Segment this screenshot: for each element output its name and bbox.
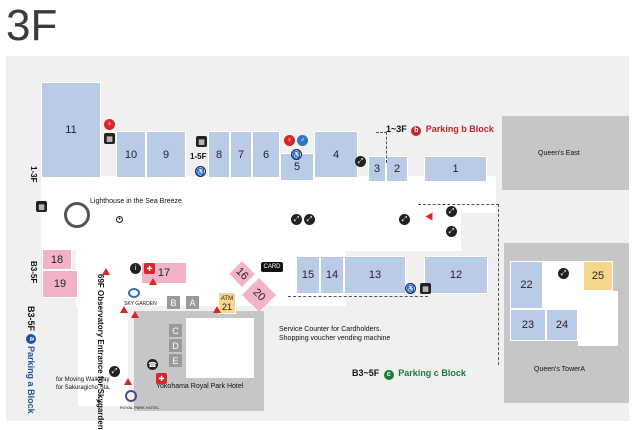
- shop-1[interactable]: 1: [424, 156, 487, 182]
- shop-12[interactable]: 12: [424, 256, 488, 294]
- escalator-icon-4: ⤢: [399, 214, 410, 225]
- parking-a-badge: a: [26, 333, 36, 344]
- escalator-icon-6: ⤢: [446, 226, 457, 237]
- aed-icon-2: ✚: [156, 373, 167, 384]
- hotel-courtyard: [186, 318, 254, 378]
- parking-b-label[interactable]: 1~3F b Parking b Block: [386, 124, 494, 136]
- mens-restroom-icon: ♂: [297, 135, 308, 146]
- atm-number: 21: [221, 302, 232, 312]
- elevator-d[interactable]: D: [169, 339, 182, 352]
- entrance-arrow-icon-7: [425, 212, 433, 221]
- walkway-line2: for Sakuragicho Sta.: [56, 385, 111, 391]
- escalator-b3-5f-label: B3-5F: [29, 261, 38, 284]
- shop-3[interactable]: 3: [368, 156, 386, 182]
- escalator-icon-7: ⤢: [558, 268, 569, 279]
- card-counter[interactable]: CARD: [261, 262, 283, 272]
- shop-18[interactable]: 18: [42, 249, 72, 270]
- shop-19[interactable]: 19: [42, 270, 78, 298]
- shop-9[interactable]: 9: [146, 131, 186, 178]
- shop-22[interactable]: 22: [510, 261, 543, 309]
- shop-24[interactable]: 24: [546, 309, 578, 341]
- locker-icon-2: ▦: [196, 136, 207, 147]
- locker-icon: ▦: [104, 133, 115, 144]
- parking-c-floor: B3~5F: [352, 368, 380, 378]
- entrance-arrow-icon-2: [120, 306, 128, 313]
- sky-garden-logo-icon: [128, 288, 140, 298]
- elevator-floors-label: 1-5F: [190, 152, 207, 161]
- hotel-label: Yokohama Royal Park Hotel: [156, 383, 244, 390]
- shop-8[interactable]: 8: [208, 131, 230, 178]
- entrance-arrow-icon-6: [149, 278, 157, 285]
- queens-tower-corridor: [578, 291, 618, 346]
- elevator-a[interactable]: A: [186, 296, 199, 309]
- parking-a-floor: B3-5F: [26, 306, 36, 332]
- queens-east-label: Queen's East: [538, 150, 580, 157]
- shop-11[interactable]: 11: [41, 82, 101, 178]
- route-service: [288, 296, 428, 298]
- lighthouse-marker-icon: •: [116, 216, 123, 223]
- atm-label: ATM: [220, 296, 234, 302]
- elevator-e[interactable]: E: [169, 354, 182, 367]
- floor-map: 11 10 9 8 7 6 5 4 3 2 1 15 14 13 12 18 1…: [6, 56, 629, 430]
- entrance-arrow-icon-3: [131, 311, 139, 318]
- parking-b-name: Parking b Block: [425, 124, 494, 134]
- hotel-logo-icon: [125, 390, 137, 402]
- escalator-icon-8: ⤢: [109, 366, 120, 377]
- atrium-hall: [41, 201, 461, 251]
- shop-13[interactable]: 13: [344, 256, 406, 294]
- sky-garden-label: SKY GARDEN: [124, 301, 157, 307]
- observatory-label: 69F Observatory Entrance for Skygarden: [96, 274, 105, 430]
- queens-tower-label: Queen's TowerA: [534, 366, 586, 373]
- walkway-line1: for Moving Walkway: [56, 377, 110, 383]
- info-icon[interactable]: i: [130, 263, 141, 274]
- route-parking-c: [418, 204, 499, 365]
- escalator-icon-3: ⤢: [304, 214, 315, 225]
- route-parking-b: [376, 132, 387, 163]
- hotel-logo-label: ROYAL PARK HOTEL: [120, 405, 160, 410]
- walkway-arrow: ↓: [95, 390, 103, 407]
- queens-east-building: [502, 116, 629, 190]
- escalator-icon: ⤢: [355, 156, 366, 167]
- elevator-c[interactable]: C: [169, 324, 182, 337]
- shop-10[interactable]: 10: [116, 131, 146, 178]
- shop-2[interactable]: 2: [386, 156, 408, 182]
- escalator-icon-5: ⤢: [446, 206, 457, 217]
- parking-a-label[interactable]: B3-5F a Parking a Block: [24, 306, 38, 414]
- phone-icon: ☎: [147, 359, 158, 370]
- entrance-arrow-icon: [102, 268, 110, 275]
- accessible-icon-3: ♿: [405, 283, 416, 294]
- parking-c-name: Parking c Block: [398, 368, 466, 378]
- lighthouse-spiral-icon: [64, 202, 90, 228]
- shop-4[interactable]: 4: [314, 131, 358, 178]
- accessible-icon: ♿: [195, 166, 206, 177]
- parking-b-floor: 1~3F: [386, 124, 407, 134]
- shop-23[interactable]: 23: [510, 309, 546, 341]
- parking-c-label[interactable]: B3~5F c Parking c Block: [352, 368, 466, 380]
- womens-restroom-icon: ♀: [104, 119, 115, 130]
- left-corridor: [78, 266, 128, 406]
- locker-icon-4: ▦: [420, 283, 431, 294]
- service-counter-line2: Shopping voucher vending machine: [279, 335, 391, 342]
- shop-25[interactable]: 25: [583, 261, 613, 291]
- floor-title: 3F: [6, 1, 58, 50]
- escalator-1-3f-label: 1-3F: [29, 166, 38, 183]
- escalator-icon-2: ⤢: [291, 214, 302, 225]
- parking-b-badge: b: [411, 126, 422, 136]
- entrance-arrow-icon-5: [124, 378, 132, 385]
- aed-icon: ✚: [144, 263, 155, 274]
- locker-icon-3: ▦: [36, 201, 47, 212]
- womens-restroom-icon-2: ♀: [284, 135, 295, 146]
- parking-a-name: Parking a Block: [26, 346, 36, 414]
- atm-21[interactable]: ATM 21: [218, 292, 236, 314]
- shop-7[interactable]: 7: [230, 131, 252, 178]
- shop-6[interactable]: 6: [252, 131, 280, 178]
- elevator-b[interactable]: B: [167, 296, 180, 309]
- service-counter-line1: Service Counter for Cardholders.: [279, 326, 382, 333]
- entrance-arrow-icon-4: [213, 306, 221, 313]
- shop-14[interactable]: 14: [320, 256, 344, 294]
- parking-c-badge: c: [383, 370, 394, 380]
- shop-15[interactable]: 15: [296, 256, 320, 294]
- lighthouse-label: Lighthouse in the Sea Breeze: [90, 198, 182, 205]
- accessible-icon-2: ♿: [291, 149, 302, 160]
